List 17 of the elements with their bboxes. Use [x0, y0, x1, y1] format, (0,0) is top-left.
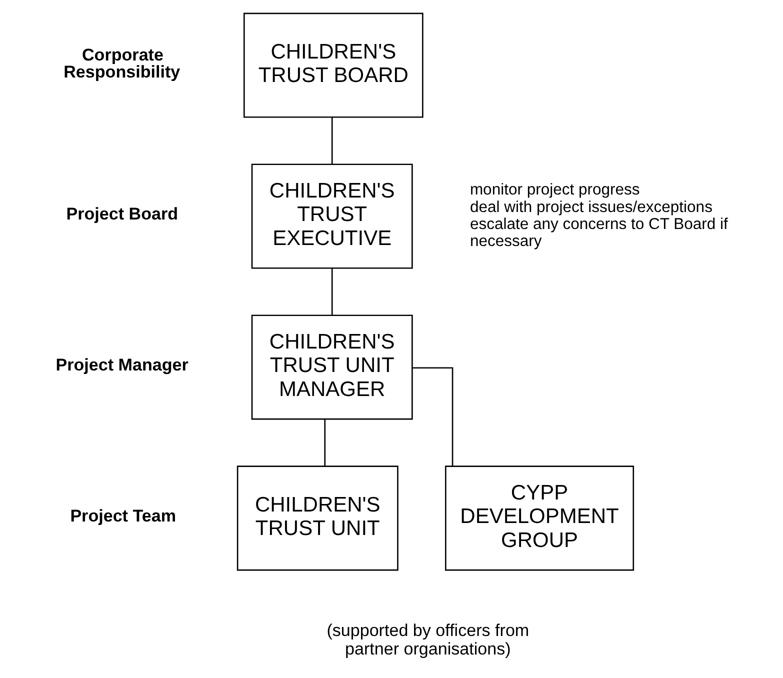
- connector: [324, 419, 326, 466]
- label: Project Team: [70, 506, 176, 526]
- label: Corporate Responsibility: [64, 46, 180, 82]
- label: Project Board: [66, 204, 178, 224]
- node-box: CHILDREN'S TRUST EXECUTIVE: [251, 164, 413, 269]
- node-box: CHILDREN'S TRUST UNIT MANAGER: [251, 314, 413, 420]
- connector: [412, 367, 454, 466]
- node-label: escalate any concerns to CT Board if necessary: [470, 216, 728, 250]
- connector: [331, 117, 333, 164]
- node-box: CHILDREN'S TRUST BOARD: [243, 12, 424, 118]
- node-label: monitor project progress: [470, 182, 640, 199]
- connector: [331, 268, 333, 316]
- label: Project Manager: [56, 355, 188, 374]
- node-label: deal with project issues/exceptions: [470, 198, 712, 216]
- node-box: CYPP DEVELOPMENT GROUP: [445, 466, 634, 571]
- label: (supported by officers from partner organisations): [326, 621, 530, 659]
- node-box: CHILDREN'S TRUST UNIT: [236, 466, 398, 571]
